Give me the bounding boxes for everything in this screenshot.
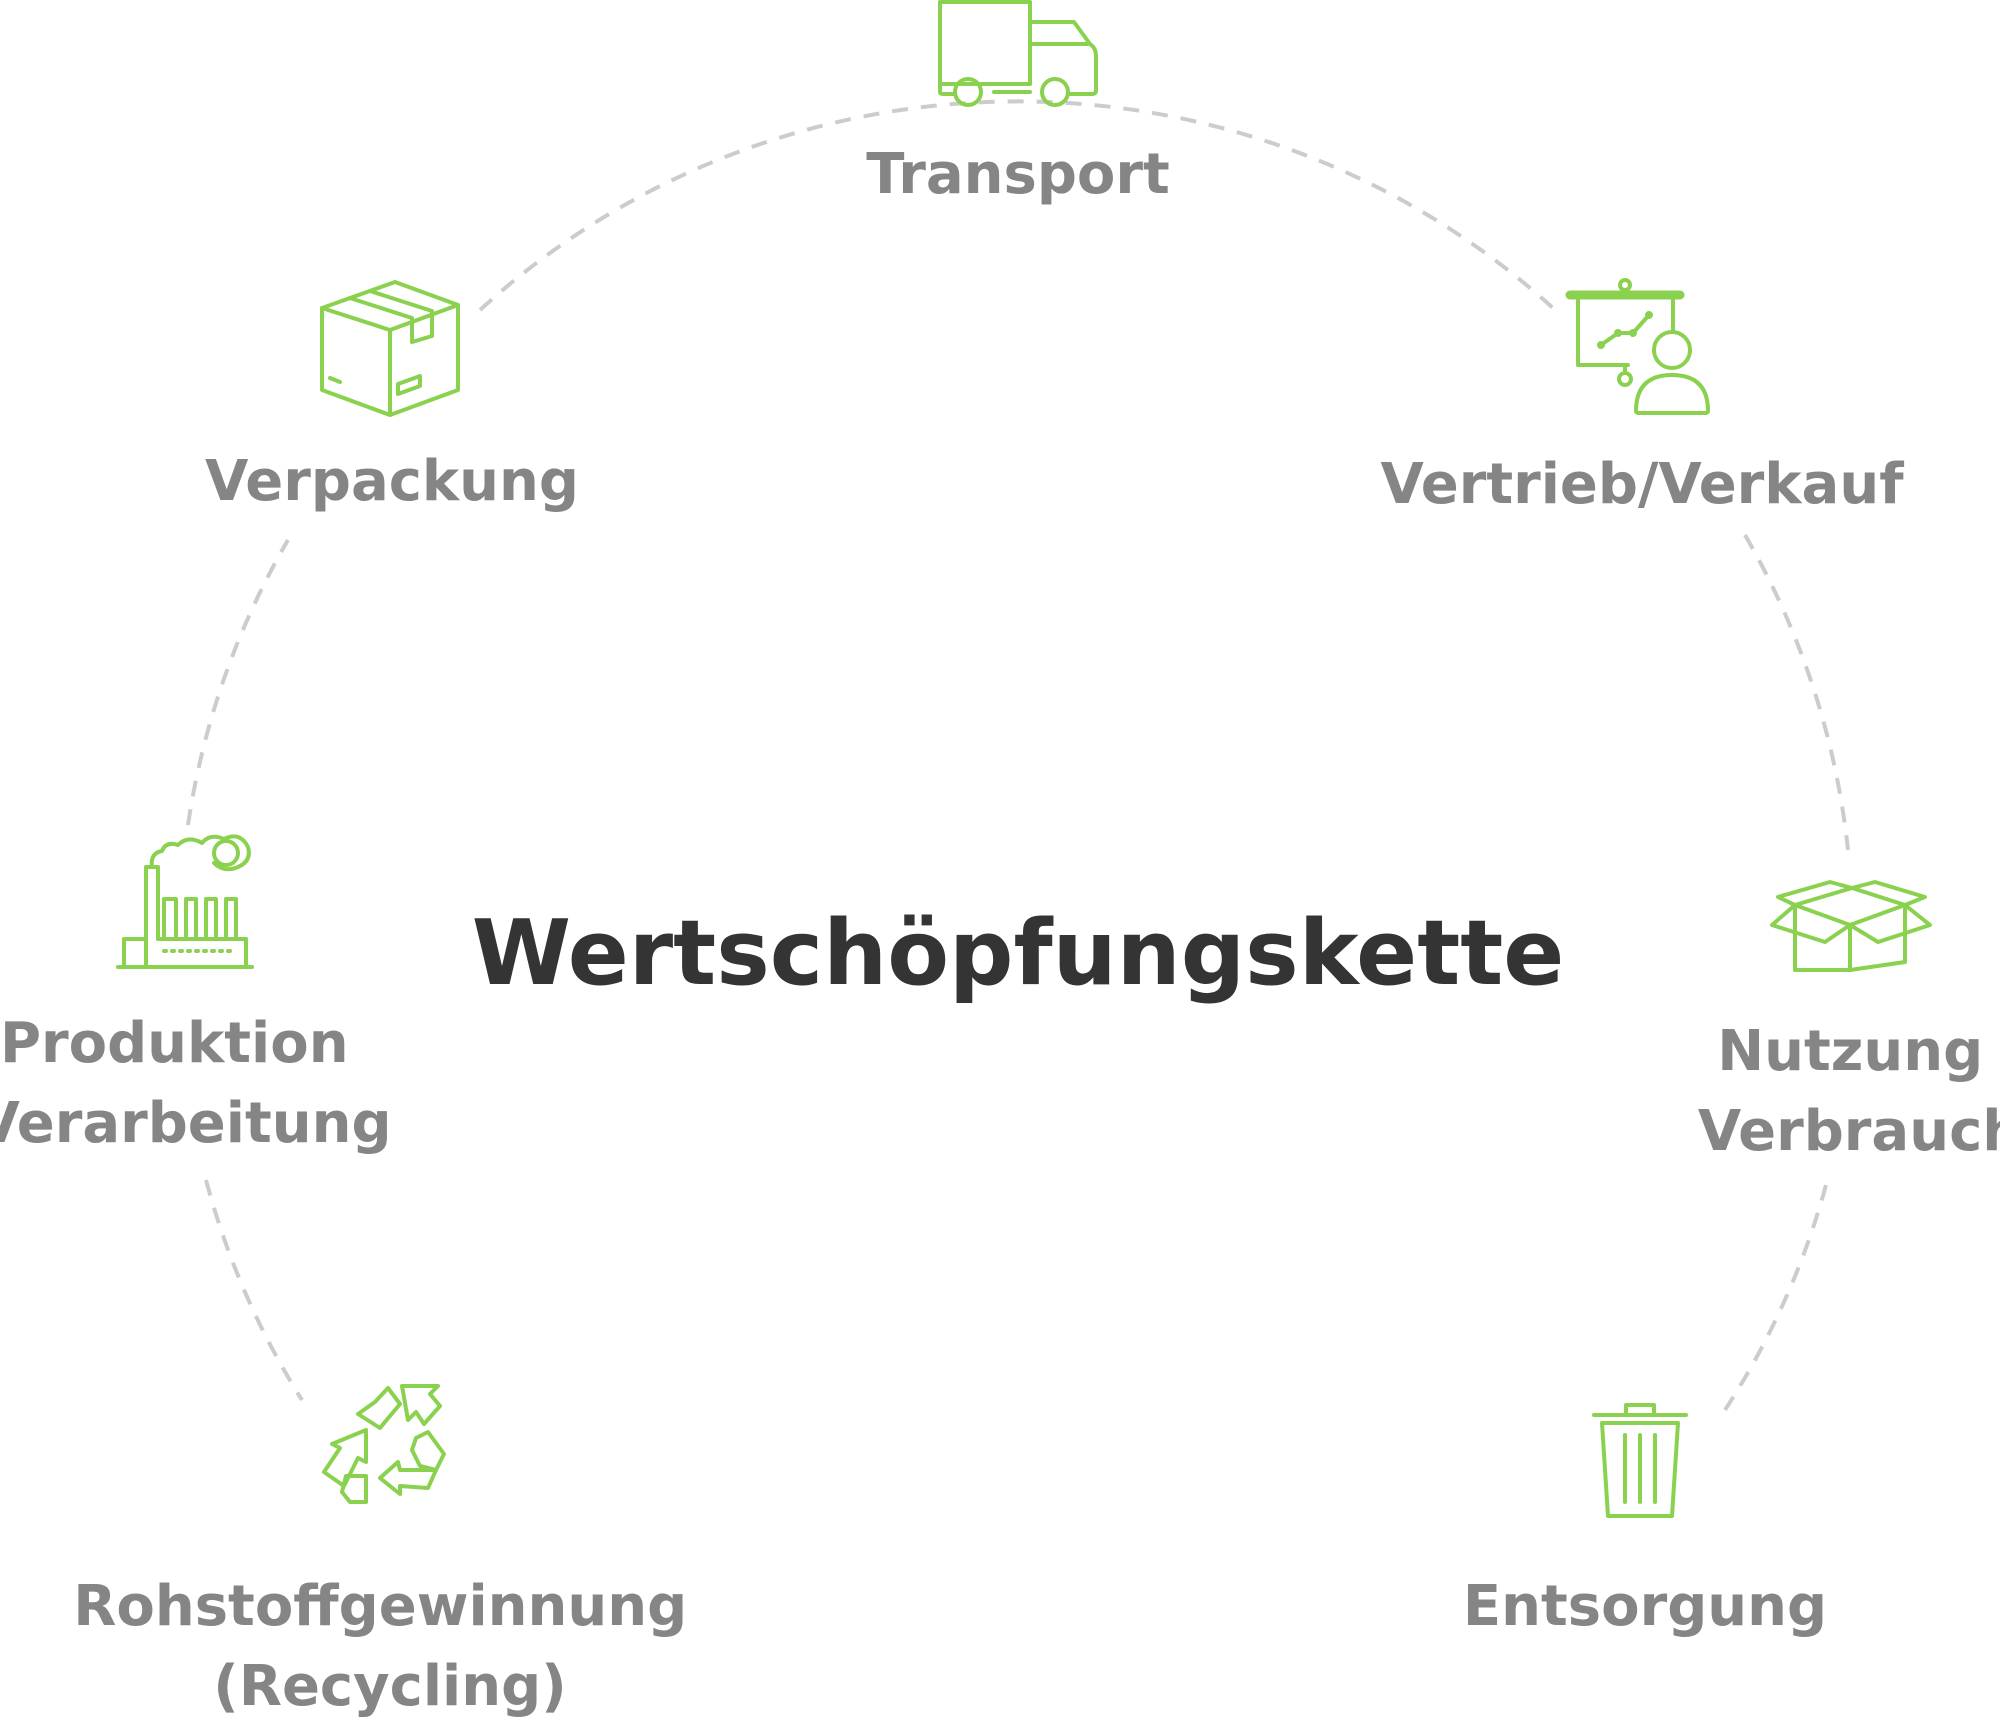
stage-label-nutzung-line-2: Verbrauch [1698, 1099, 2000, 1164]
factory-icon [116, 834, 254, 969]
stage-label-verpackung-line: Verpackung [205, 449, 579, 514]
stage-label-rohstoff-line-2: (Recycling) [213, 1654, 567, 1719]
stage-label-nutzung-line-1: Nutzung [1717, 1019, 1983, 1084]
presentation-icon [1565, 278, 1710, 415]
stage-label-produktion: Produktion Verarbeitung [0, 1011, 392, 1156]
open-box-icon [1770, 880, 1932, 972]
diagram-title: Wertschöpfungskette [472, 901, 1565, 1006]
stage-label-transport-line: Transport [866, 142, 1170, 207]
stage-label-produktion-line-1: Produktion [0, 1011, 349, 1076]
stage-label-vertrieb-line: Vertrieb/Verkauf [1380, 452, 1904, 517]
arc-produktion-rohstoff [204, 1179, 304, 1402]
stage-label-vertrieb: Vertrieb/Verkauf [1380, 452, 1904, 517]
stage-label-nutzung: Nutzung Verbrauch [1698, 1019, 2000, 1164]
arc-produktion-verpackung [186, 538, 290, 826]
stage-label-entsorgung: Entsorgung [1463, 1574, 1827, 1639]
stage-label-rohstoff-line-1: Rohstoffgewinnung [73, 1574, 687, 1639]
stage-label-transport: Transport [866, 142, 1170, 207]
arc-nutzung-entsorgung [1723, 1184, 1828, 1412]
arc-verpackung-transport [478, 99, 1555, 312]
trash-can-icon [1592, 1403, 1688, 1518]
arc-vertrieb-nutzung [1743, 533, 1850, 851]
stage-label-rohstoff: Rohstoffgewinnung (Recycling) [73, 1574, 706, 1719]
stage-label-produktion-line-2: Verarbeitung [0, 1091, 392, 1156]
stage-label-verpackung: Verpackung [205, 449, 579, 514]
package-icon [320, 280, 460, 417]
truck-icon [938, 0, 1098, 107]
stage-label-entsorgung-line: Entsorgung [1463, 1574, 1827, 1639]
recycle-icon [322, 1384, 446, 1504]
connector-arcs [186, 99, 1850, 1412]
